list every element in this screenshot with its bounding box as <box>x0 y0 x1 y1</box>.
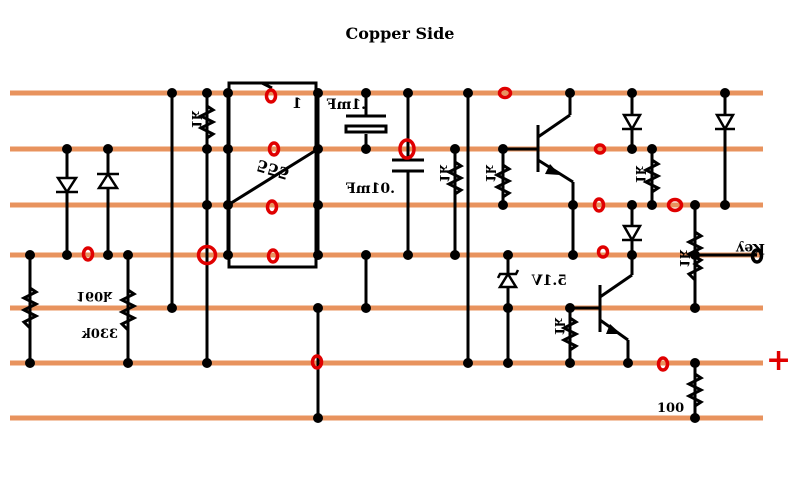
label-zener: 5.1V <box>531 273 567 289</box>
ic-555: 555 1 <box>227 81 319 269</box>
label-160k: 160k <box>76 288 113 303</box>
label-cap-top: .1mF <box>327 97 366 113</box>
component-labels: 1k .1mF .01mF 1k 1k 1k 1k Key 5.1V 1k 16… <box>76 97 791 416</box>
ic-555-diagonal <box>227 147 319 207</box>
diode-right-top-1 <box>621 113 643 132</box>
resistor-100 <box>685 372 705 408</box>
copper-strips <box>10 90 763 421</box>
label-1k-right: 1k <box>632 165 647 184</box>
transistor-arrows <box>545 164 621 334</box>
capacitors <box>344 114 424 173</box>
resistor-160k <box>20 286 40 330</box>
diode-left-2 <box>96 171 120 190</box>
label-1k-key: 1k <box>676 249 691 268</box>
diodes <box>55 113 736 289</box>
label-cap-mid: .01mF <box>346 181 395 197</box>
label-plus: + <box>766 343 791 378</box>
label-100: 100 <box>657 401 684 416</box>
resistor-1k-top-left <box>197 104 217 140</box>
label-1k-mid-2: 1k <box>482 164 497 183</box>
track-cuts <box>81 86 764 372</box>
label-key: Key <box>735 240 765 256</box>
label-1k-bottom: 1k <box>551 317 566 336</box>
ic-555-body <box>227 81 318 269</box>
transistor-upper-arrow <box>545 164 560 175</box>
solder-joints <box>25 88 730 423</box>
resistor-330k <box>118 288 138 332</box>
resistor-1k-mid-1 <box>445 160 465 196</box>
label-1k-mid-1: 1k <box>436 164 451 183</box>
diode-left-1 <box>55 176 79 195</box>
ic-555-label: 555 <box>254 155 292 183</box>
ic-555-notch <box>261 81 273 90</box>
transistor-lower-arrow <box>606 324 621 334</box>
ic-555-pin1-label: 1 <box>292 96 302 112</box>
resistor-1k-right <box>642 158 662 194</box>
resistor-1k-mid-2 <box>493 163 513 199</box>
diode-right-top-2 <box>714 113 736 132</box>
label-1k-top-left: 1k <box>188 110 203 129</box>
diagram-title: Copper Side <box>346 24 455 43</box>
capacitor-1mf-plate-bottom <box>344 124 388 134</box>
zener-diode <box>496 269 520 289</box>
label-330k: 330k <box>81 327 118 342</box>
resistor-1k-bottom <box>560 316 580 352</box>
diode-right-mid <box>621 224 643 243</box>
